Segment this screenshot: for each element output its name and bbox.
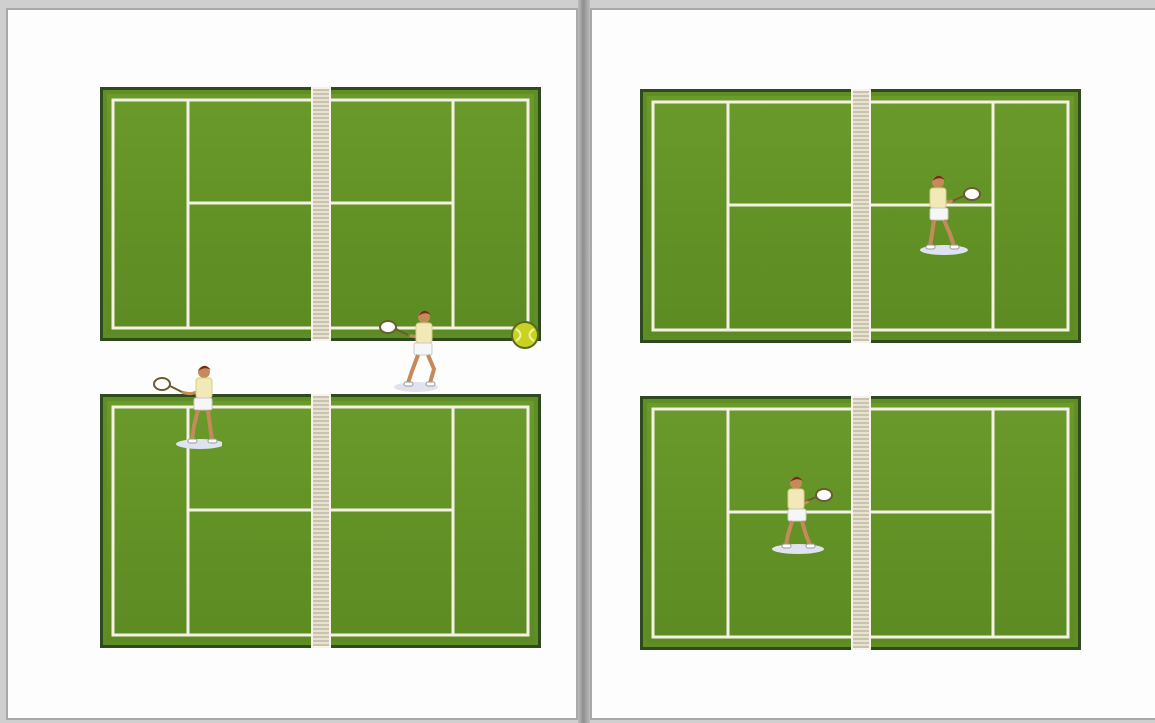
court-right-top (643, 92, 1078, 340)
page-gutter (578, 0, 590, 723)
tennis-ball-icon (510, 320, 540, 350)
tennis-player-icon (152, 362, 222, 452)
tennis-net (851, 89, 871, 343)
tennis-player-icon (912, 172, 982, 262)
court-right-bottom (643, 399, 1078, 647)
tennis-net (311, 87, 331, 341)
tennis-player-icon (766, 473, 836, 563)
tennis-net (851, 396, 871, 650)
court-left-top (103, 90, 538, 338)
tennis-net (311, 394, 331, 648)
tennis-player-icon (378, 305, 448, 395)
